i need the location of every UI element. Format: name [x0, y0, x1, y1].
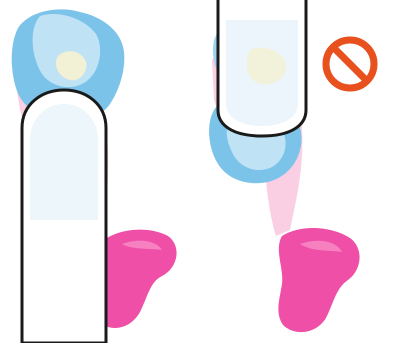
no-entry-icon: [326, 40, 374, 88]
panel-correct: [12, 9, 177, 343]
tube-inner-tint-left: [30, 104, 98, 220]
